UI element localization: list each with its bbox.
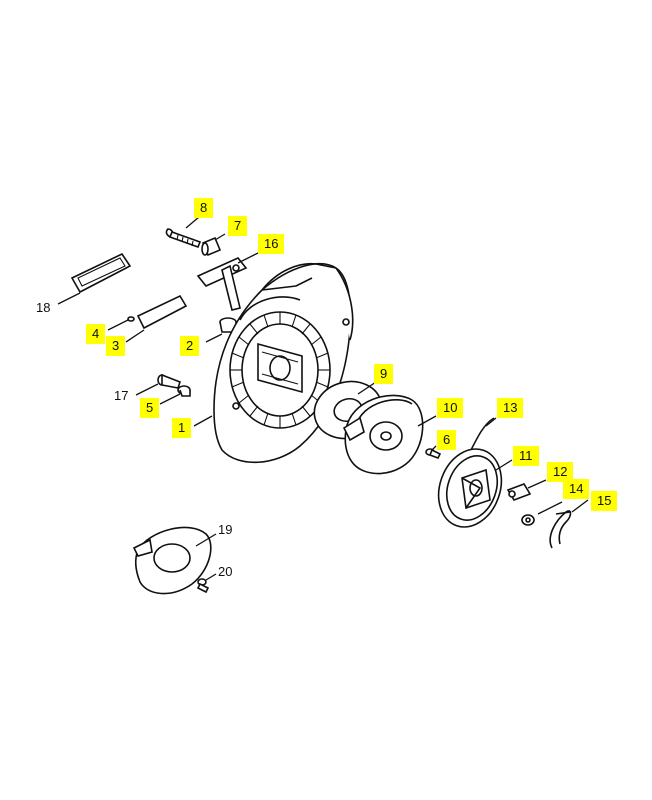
callout-6[interactable]: 6	[437, 430, 457, 450]
leader-2	[205, 333, 223, 343]
leader-14	[537, 501, 563, 515]
leader-1	[193, 415, 213, 427]
callout-9[interactable]: 9	[374, 364, 394, 384]
leader-4	[107, 319, 129, 331]
part-13-starter-rope[interactable]	[469, 417, 495, 453]
leader-5	[159, 393, 181, 405]
callout-20[interactable]: 20	[218, 564, 233, 579]
part-11-rope-rotor[interactable]	[428, 440, 512, 536]
callout-7[interactable]: 7	[228, 216, 248, 236]
part-19-starter-cup[interactable]	[132, 526, 212, 595]
part-5-sleeve[interactable]	[177, 385, 191, 397]
leader-3	[125, 329, 145, 343]
leader-8	[185, 216, 200, 229]
leader-9	[357, 381, 377, 395]
callout-3[interactable]: 3	[106, 336, 126, 356]
part-7-sleeve[interactable]	[201, 236, 222, 257]
part-3-gasket[interactable]	[136, 294, 188, 330]
callout-16[interactable]: 16	[258, 234, 285, 254]
leader-11	[495, 459, 513, 471]
leader-15	[571, 499, 589, 513]
callout-19[interactable]: 19	[218, 522, 233, 537]
part-15-spring-clip[interactable]	[549, 510, 572, 549]
callout-14[interactable]: 14	[563, 479, 590, 499]
callout-15[interactable]: 15	[591, 491, 618, 511]
leader-lines	[57, 216, 589, 581]
part-8-screw[interactable]	[165, 228, 202, 249]
callout-10[interactable]: 10	[437, 398, 464, 418]
leader-7	[214, 233, 226, 241]
leader-10	[417, 415, 437, 427]
callout-17[interactable]: 17	[114, 388, 129, 403]
leader-18	[57, 292, 81, 305]
callout-18[interactable]: 18	[36, 300, 51, 315]
part-10-spring-housing[interactable]	[342, 394, 424, 475]
callout-13[interactable]: 13	[497, 398, 524, 418]
callout-11[interactable]: 11	[513, 446, 539, 466]
callout-2[interactable]: 2	[180, 336, 200, 356]
leader-13	[485, 417, 497, 427]
leader-20	[205, 573, 217, 581]
part-17-screw[interactable]	[157, 373, 181, 389]
leader-19	[195, 533, 217, 547]
part-20-screw[interactable]	[196, 578, 210, 594]
part-12-pawl[interactable]	[506, 483, 532, 501]
callout-4[interactable]: 4	[86, 324, 106, 344]
leader-16	[237, 252, 259, 264]
leader-6	[431, 445, 437, 451]
callout-5[interactable]: 5	[140, 398, 160, 418]
part-6-screw[interactable]	[425, 448, 442, 460]
leader-12	[527, 479, 547, 489]
callout-1[interactable]: 1	[172, 418, 192, 438]
callout-12[interactable]: 12	[547, 462, 574, 482]
callout-8[interactable]: 8	[194, 198, 214, 218]
leader-17	[135, 383, 159, 396]
part-18-cover-plate[interactable]	[70, 252, 132, 294]
part-16-starter-grip[interactable]	[196, 257, 248, 311]
part-4-pin[interactable]	[127, 316, 135, 322]
part-14-washer[interactable]	[521, 514, 535, 526]
